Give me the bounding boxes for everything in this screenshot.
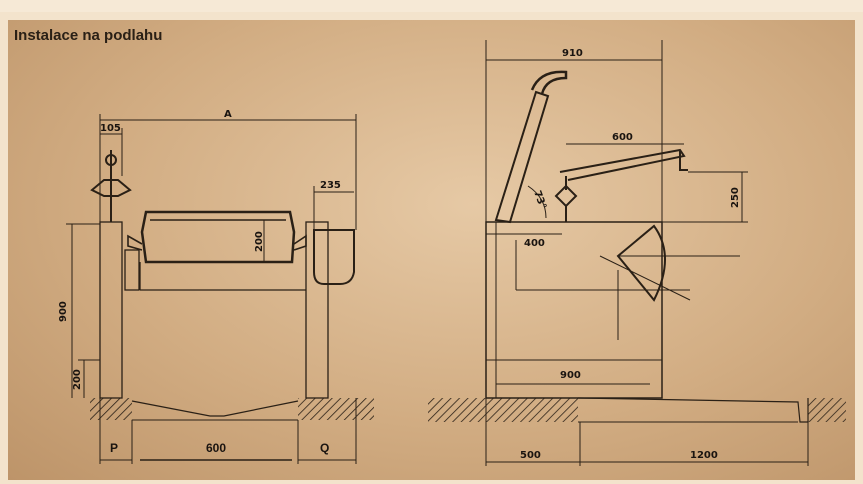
front-view-labels: A 105 235 200 900 200 P 600 Q [58, 109, 341, 455]
lid-handle [530, 70, 568, 95]
faucet-head [105, 154, 117, 166]
control-console [313, 229, 355, 285]
label-235: 235 [320, 180, 341, 191]
label-angle: 73° [531, 189, 548, 211]
label-600-side: 600 [612, 132, 633, 143]
faucet-valve [90, 179, 132, 197]
raised-lid [494, 90, 550, 224]
label-600: 600 [206, 441, 226, 455]
right-pillar [305, 221, 329, 399]
label-910: 910 [562, 48, 583, 59]
label-1200: 1200 [690, 450, 718, 461]
label-200-base: 200 [72, 369, 83, 390]
faucet-arm [559, 148, 686, 190]
left-drive-housing [124, 249, 140, 291]
floor-hatch-right [298, 398, 374, 420]
side-floor-slope [577, 397, 809, 423]
label-A: A [224, 109, 232, 120]
floor-drain-line [131, 400, 299, 417]
side-view-labels: 910 600 250 400 73° 900 500 1200 [520, 48, 741, 461]
label-250: 250 [730, 187, 741, 208]
page-title: Instalace na podlahu [14, 27, 163, 44]
side-floor-hatch-left [428, 398, 578, 422]
label-500: 500 [520, 450, 541, 461]
floor-hatch-left [90, 398, 132, 420]
label-P: P [110, 441, 118, 455]
left-pillar [99, 221, 123, 399]
label-105: 105 [100, 123, 121, 134]
label-900: 900 [58, 301, 69, 322]
angle-arc [527, 185, 547, 219]
front-view [66, 114, 374, 464]
side-cabinet [485, 221, 663, 399]
side-floor-hatch-right [808, 398, 846, 422]
label-400: 400 [524, 238, 545, 249]
tilting-pan [140, 210, 296, 264]
faucet-spout [679, 150, 688, 171]
pan-axle-right [293, 234, 307, 251]
label-200-pan: 200 [254, 231, 265, 252]
faucet-valve-side [554, 184, 578, 208]
label-Q: Q [320, 441, 329, 455]
pan-tilt-line [599, 255, 691, 301]
pan-axle-left [127, 234, 143, 251]
pan-side-profile [616, 224, 666, 302]
side-view [428, 40, 846, 466]
top-band [0, 0, 863, 12]
label-900-side: 900 [560, 370, 581, 381]
